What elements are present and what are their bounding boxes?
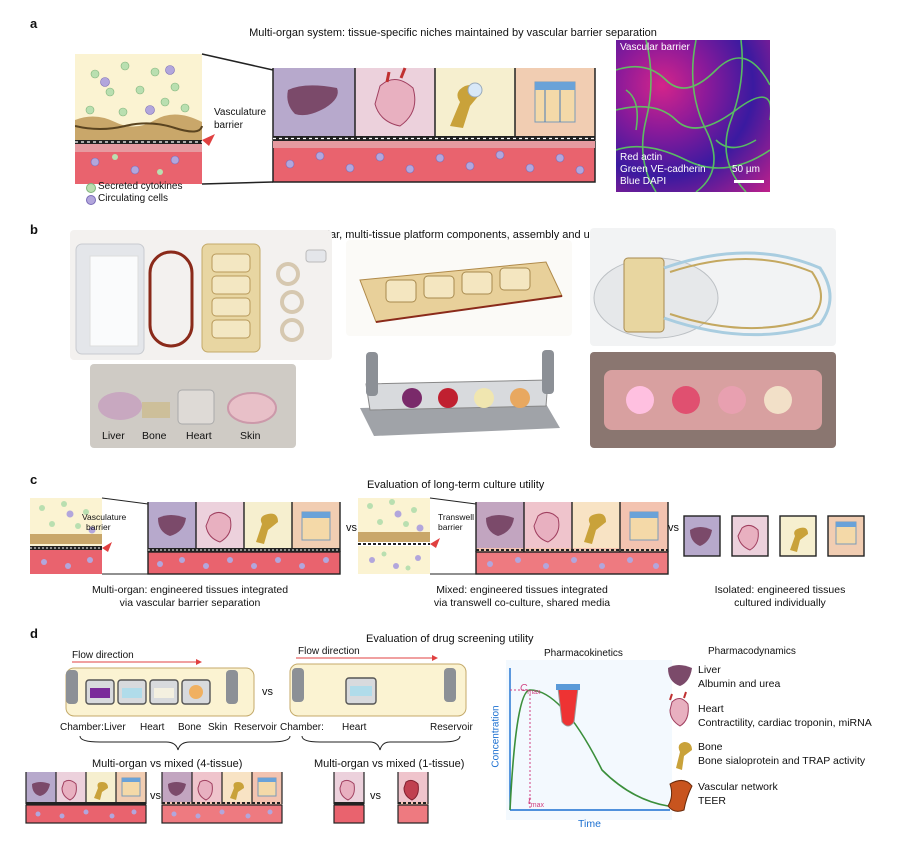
flow-direction-1: Flow direction	[298, 646, 360, 657]
vasculature-barrier-label-2: barrier	[214, 120, 243, 131]
device-with-tubing-photo	[590, 228, 836, 346]
pk-ylabel: Concentration	[490, 705, 502, 768]
pd-vascular-name: Vascular network	[698, 781, 778, 793]
c-caption-3: Isolated: engineered tissues cultured in…	[680, 584, 880, 610]
panel-c-label: c	[30, 472, 38, 487]
panel-c-schematics	[30, 497, 865, 575]
c-caption-3-line2: cultured individually	[734, 597, 826, 609]
panel-a-schematic	[75, 53, 596, 185]
c-caption-2-line1: Mixed: engineered tissues integrated	[436, 584, 608, 596]
c-vs-1: vs	[346, 522, 357, 534]
pd-bone: Bone Bone sialoprotein and TRAP activity	[698, 740, 865, 768]
scale-bar	[734, 180, 764, 183]
c-vasculature-label-2: barrier	[86, 522, 111, 532]
d-vs-4: vs	[150, 790, 161, 802]
c-vasculature-label-1: Vasculature	[82, 512, 127, 522]
device-4-tissue	[65, 659, 255, 717]
compare-1-label: Multi-organ vs mixed (1-tissue)	[314, 758, 465, 770]
pd-icons	[667, 665, 693, 812]
pd-vascular: Vascular network TEER	[698, 780, 778, 808]
c-transwell-label-1: Transwell	[438, 512, 475, 522]
pd-heart-readout: Contractility, cardiac troponin, miRNA	[698, 717, 872, 729]
micro-red-actin: Red actin	[620, 152, 663, 163]
chamber-bone: Bone	[178, 722, 202, 733]
pd-vascular-readout: TEER	[698, 795, 727, 807]
c-vs-2: vs	[668, 522, 679, 534]
pd-heart: Heart Contractility, cardiac troponin, m…	[698, 702, 872, 730]
pk-xlabel: Time	[578, 818, 601, 830]
c-transwell-label-2: barrier	[438, 522, 463, 532]
pd-bone-readout: Bone sialoprotein and TRAP activity	[698, 755, 866, 767]
pd-liver-readout: Albumin and urea	[698, 678, 781, 690]
legend-cytokines: Secreted cytokines	[98, 181, 183, 192]
panel-b-title: Modular, multi-tissue platform component…	[300, 229, 602, 241]
d-vs-devices: vs	[262, 686, 273, 698]
panel-d-label: d	[30, 626, 38, 641]
tmax-label: tmax	[528, 796, 545, 809]
c-caption-1: Multi-organ: engineered tissues integrat…	[60, 584, 320, 610]
cmax-label: Cmax	[520, 683, 541, 696]
chamber-heart: Heart	[140, 722, 165, 733]
panel-c-title: Evaluation of long-term culture utility	[367, 479, 545, 491]
brace-4	[79, 735, 291, 751]
chamber-reservoir-1: Reservoir	[430, 722, 473, 733]
tissue-photo: Liver Bone Heart Skin	[90, 364, 296, 448]
tissue-label-liver: Liver	[102, 430, 125, 442]
pd-liver: Liver Albumin and urea	[698, 663, 780, 691]
chamber-label-4: Chamber:	[60, 722, 104, 733]
panel-a-title: Multi-organ system: tissue-specific nich…	[249, 27, 657, 39]
flow-direction-4: Flow direction	[72, 650, 134, 661]
legend-cells: Circulating cells	[98, 193, 169, 204]
chamber-reservoir-4: Reservoir	[234, 722, 277, 733]
render-device-image	[346, 344, 572, 448]
cytokine-legend-icon	[86, 183, 96, 193]
chamber-skin: Skin	[208, 722, 228, 733]
tissue-label-skin: Skin	[240, 430, 261, 442]
components-photo	[70, 230, 332, 360]
cell-legend-icon	[86, 195, 96, 205]
compare-4-label: Multi-organ vs mixed (4-tissue)	[92, 758, 243, 770]
pd-title: Pharmacodynamics	[708, 646, 796, 657]
micro-blue-dapi: Blue DAPI	[620, 176, 667, 187]
micro-green-vecadherin: Green VE-cadherin	[620, 164, 706, 175]
brace-1	[301, 735, 461, 751]
c-caption-1-line1: Multi-organ: engineered tissues integrat…	[91, 584, 289, 596]
mini-devices	[25, 772, 429, 824]
vasculature-barrier-label-1: Vasculature	[214, 107, 267, 118]
c-caption-2-line2: via transwell co-culture, shared media	[433, 597, 611, 609]
chamber-heart-1: Heart	[342, 722, 367, 733]
pd-bone-name: Bone	[698, 741, 723, 753]
panel-b-label: b	[30, 222, 38, 237]
scale-bar-label: 50 µm	[732, 164, 760, 175]
tissue-label-bone: Bone	[142, 430, 167, 442]
c-caption-2: Mixed: engineered tissues integrated via…	[392, 584, 652, 610]
panel-d-title: Evaluation of drug screening utility	[366, 633, 534, 645]
pk-chart	[506, 660, 672, 820]
pd-heart-name: Heart	[698, 703, 724, 715]
c-caption-3-line1: Isolated: engineered tissues	[714, 584, 846, 596]
cultured-device-photo	[590, 352, 836, 448]
device-1-tissue	[289, 655, 467, 717]
panel-a-label: a	[30, 16, 38, 31]
microscopy-image: Vascular barrier Red actin Green VE-cadh…	[616, 40, 770, 192]
assembled-device-photo	[346, 240, 572, 336]
micro-title: Vascular barrier	[620, 42, 690, 53]
d-vs-1: vs	[370, 790, 381, 802]
tissue-label-heart: Heart	[186, 430, 212, 442]
pk-title: Pharmacokinetics	[544, 648, 623, 659]
c-caption-1-line2: via vascular barrier separation	[119, 597, 261, 609]
pd-liver-name: Liver	[698, 664, 721, 676]
chamber-liver: Liver	[104, 722, 126, 733]
chamber-label-1: Chamber:	[280, 722, 324, 733]
